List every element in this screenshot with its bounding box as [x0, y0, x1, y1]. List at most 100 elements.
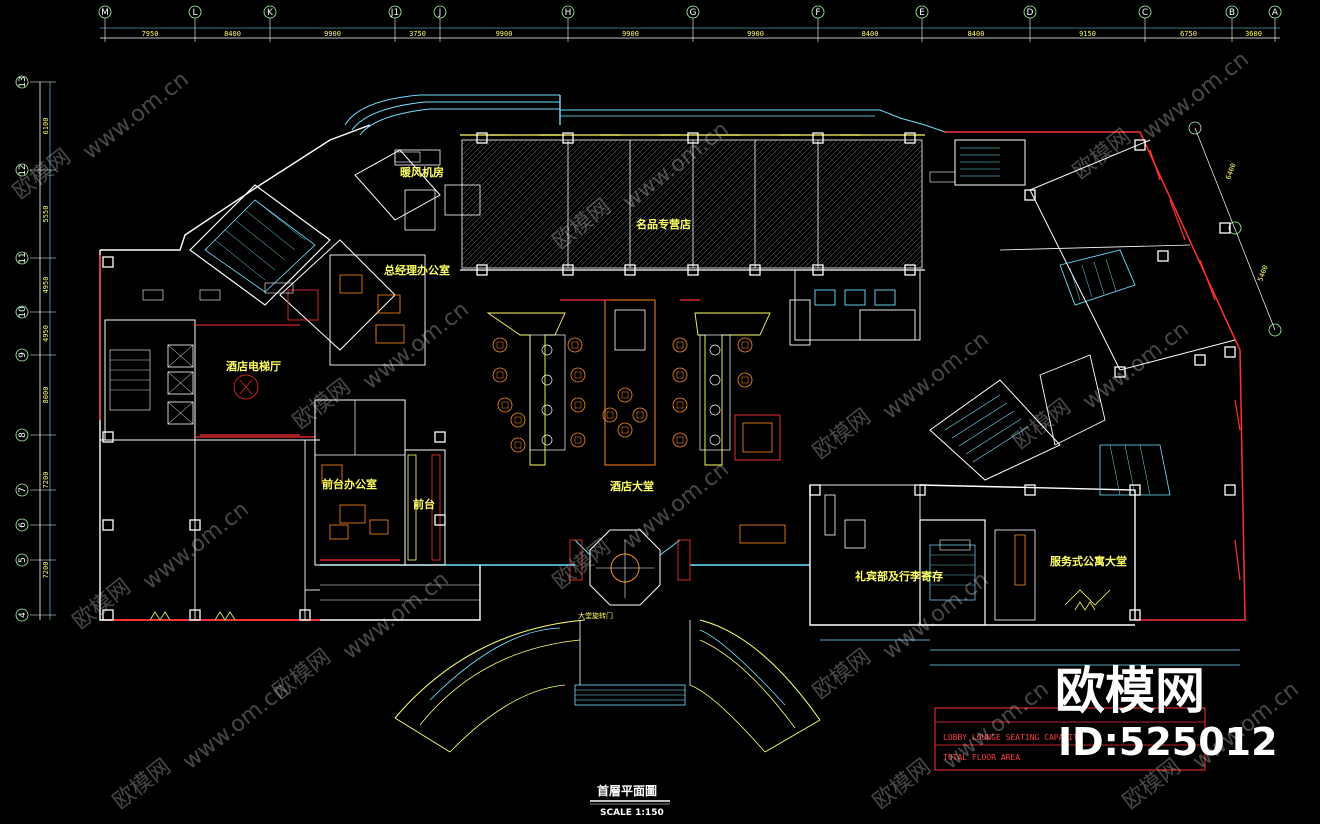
hatch-line [653, 139, 783, 269]
hatch-line [461, 139, 578, 256]
hatch-line [461, 139, 588, 266]
dimension-left: 4950 [42, 325, 50, 342]
hatch-line [461, 139, 563, 241]
grid-label-top: J1 [390, 8, 399, 18]
column [1224, 346, 1236, 358]
column [809, 484, 821, 496]
column [102, 519, 114, 531]
hatch-line [461, 139, 513, 191]
hatch-line [663, 139, 793, 269]
hatch-line [488, 139, 618, 269]
column [1024, 484, 1036, 496]
revolving-door-icon [569, 529, 691, 606]
dimension-top: 7950 [142, 30, 159, 38]
hatch-line [803, 149, 923, 269]
column [1157, 250, 1169, 262]
hatch-line [461, 139, 558, 236]
label-entrance: 大堂旋转门 [578, 611, 613, 620]
label-hotel-lift-lobby: 酒店电梯厅 [226, 359, 281, 373]
hatch-line [833, 179, 923, 269]
dimension-top: 8400 [862, 30, 879, 38]
watermark-url: www.om.cn [338, 567, 453, 665]
dimension-left: 5550 [42, 206, 50, 223]
hatch-line [678, 139, 808, 269]
lounge-table [636, 411, 644, 419]
column [189, 519, 201, 531]
lounge-chair [632, 407, 648, 423]
hatch-line [703, 139, 833, 269]
lounge-chair [570, 397, 586, 413]
grid-label-top: H [565, 8, 572, 18]
column [562, 132, 574, 144]
restrooms [789, 269, 921, 346]
structural-columns [102, 132, 1236, 621]
hatch-line [461, 139, 473, 151]
grid-label-top: J [438, 8, 442, 18]
front-office-area [314, 399, 446, 566]
grid-label-top: C [1142, 8, 1148, 18]
hatch-line [563, 139, 693, 269]
bar-stool [709, 344, 721, 356]
label-hvac: 暖风机房 [400, 165, 444, 179]
watermark-url: www.om.cn [618, 457, 733, 555]
grid-bubble-left [15, 305, 29, 319]
hatch-line [461, 139, 493, 171]
hatch-line [638, 139, 768, 269]
hatch-line [788, 139, 918, 269]
hatch-line [658, 139, 788, 269]
drawing-title: 首層平面圖 [597, 783, 657, 798]
grid-label-left: 10 [18, 306, 28, 318]
lounge-table [676, 341, 684, 349]
hatch-line [583, 139, 713, 269]
right-dimension: 6400 5400 [1188, 121, 1282, 337]
column [812, 132, 824, 144]
grid-label-top: A [1272, 8, 1279, 18]
hatch-line [768, 139, 898, 269]
hatch-line [593, 139, 723, 269]
grid-bubble-left [15, 428, 29, 442]
door-swing [149, 611, 171, 621]
hatch-line [918, 264, 923, 269]
red-detail [1199, 259, 1216, 301]
column [904, 264, 916, 276]
hatch-line [461, 139, 518, 196]
column [1224, 484, 1236, 496]
lounge-table [501, 401, 509, 409]
grid-tags [142, 151, 971, 551]
hatch-line [568, 139, 698, 269]
grid-label-left: 12 [18, 164, 28, 175]
grid-bubble-left [15, 483, 29, 497]
lounge-chair [672, 397, 688, 413]
lounge-chair [492, 337, 508, 353]
grid-bubble-left [15, 251, 29, 265]
hatch-line [558, 139, 688, 269]
hatch-line [823, 169, 923, 269]
watermark-text: 欧模网 [68, 574, 135, 634]
label-front-desk: 前台 [413, 497, 435, 511]
grid-bubble-left [15, 348, 29, 362]
lounge-chair [510, 412, 526, 428]
column [476, 132, 488, 144]
dimension-top: 9900 [324, 30, 341, 38]
dimension-top: 8400 [968, 30, 985, 38]
watermark-url: www.om.cn [1078, 317, 1193, 415]
dimension-left: 7200 [42, 472, 50, 489]
bar-stool [541, 344, 553, 356]
lounge-table [574, 401, 582, 409]
hatch-line [793, 139, 923, 269]
hatch-line [843, 189, 923, 269]
hatch-line [708, 139, 838, 269]
hatch-line [518, 139, 648, 269]
hatch-line [728, 139, 858, 269]
hatch-line [461, 139, 583, 261]
hatch-line [863, 209, 923, 269]
column [624, 264, 636, 276]
hatch-line [743, 139, 873, 269]
drawing-scale: SCALE 1:150 [600, 808, 664, 818]
hatch-line [783, 139, 913, 269]
column [476, 264, 488, 276]
lounge-table [606, 411, 614, 419]
hatch-line [578, 139, 708, 269]
column [1129, 484, 1141, 496]
